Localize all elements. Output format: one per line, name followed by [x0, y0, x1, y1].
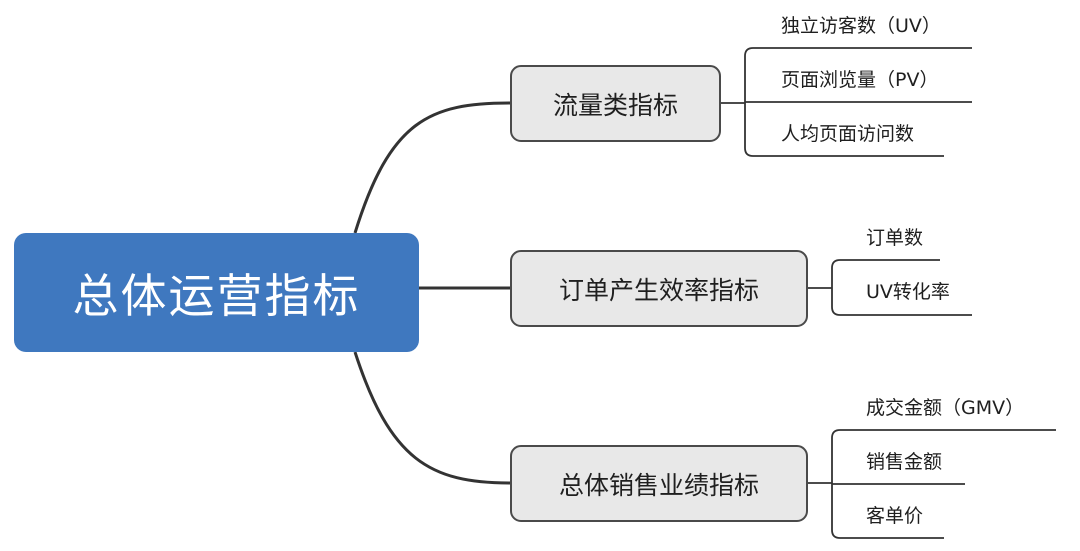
leaf-unique-visitors[interactable]: 独立访客数（UV） [781, 15, 941, 37]
leaf-gmv[interactable]: 成交金额（GMV） [866, 397, 1025, 419]
branch-node-sales[interactable]: 总体销售业绩指标 [510, 445, 808, 522]
traffic-leaf-connectors [721, 47, 972, 157]
sales-leaf-connectors [808, 429, 1056, 539]
leaf-order-count[interactable]: 订单数 [866, 227, 924, 249]
root-to-sales-connector [353, 351, 511, 485]
root-to-traffic-connector [353, 101, 511, 234]
branch-node-label: 订单产生效率指标 [558, 275, 759, 305]
branch-node-order-efficiency[interactable]: 订单产生效率指标 [510, 250, 808, 327]
leaf-pages-per-visitor[interactable]: 人均页面访问数 [781, 123, 915, 145]
branch-node-label: 总体销售业绩指标 [558, 470, 759, 500]
branch-node-traffic[interactable]: 流量类指标 [510, 65, 721, 142]
leaf-page-views[interactable]: 页面浏览量（PV） [781, 69, 939, 91]
leaf-uv-conversion-rate[interactable]: UV转化率 [866, 281, 950, 303]
leaf-sales-amount[interactable]: 销售金额 [866, 451, 943, 473]
order-leaf-connectors [808, 259, 972, 316]
root-node[interactable]: 总体运营指标 [14, 233, 419, 352]
leaf-average-order-value[interactable]: 客单价 [866, 505, 924, 527]
branch-node-label: 流量类指标 [552, 90, 678, 120]
root-node-label: 总体运营指标 [72, 268, 361, 323]
